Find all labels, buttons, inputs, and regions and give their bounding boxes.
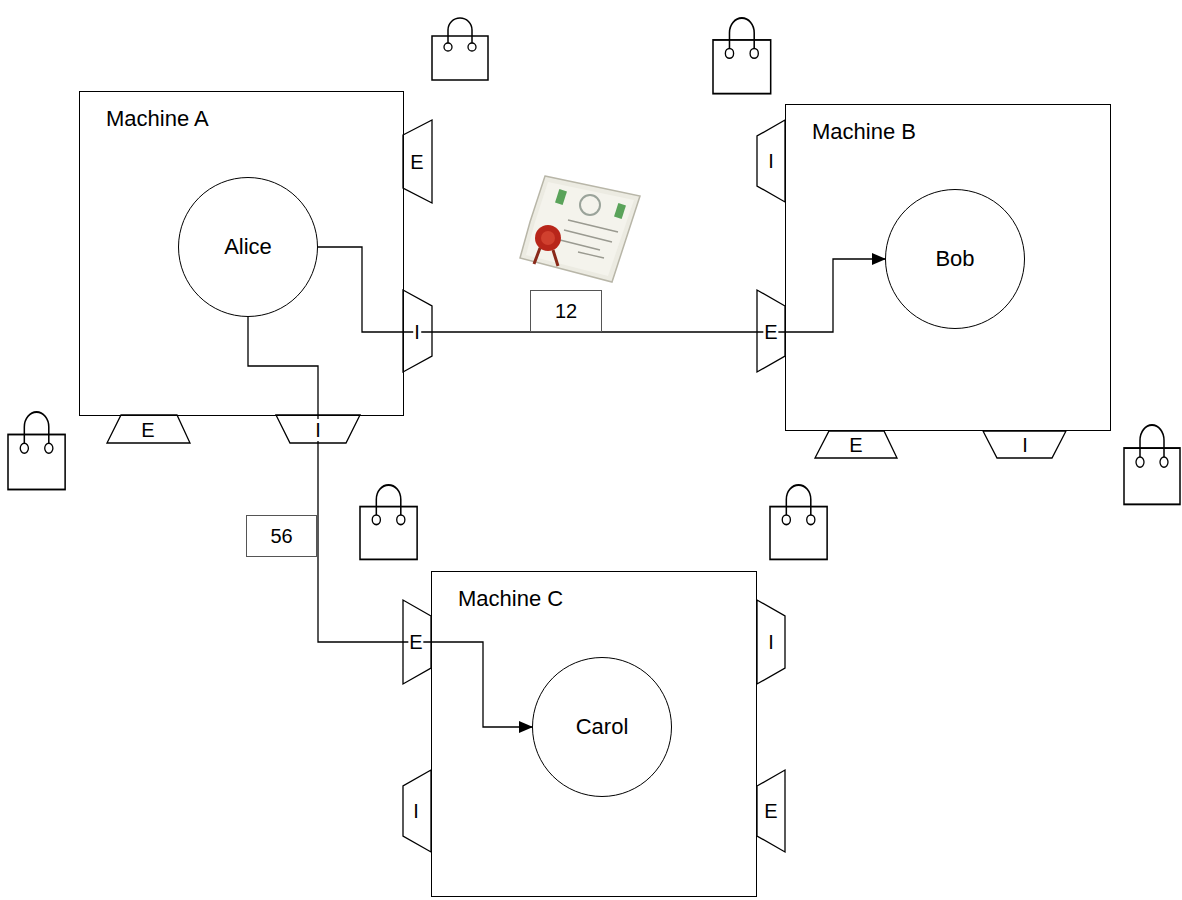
process-name: Bob <box>935 246 974 272</box>
port-label: I <box>413 321 421 343</box>
port-shape <box>403 120 432 203</box>
port-shape <box>983 431 1066 458</box>
port-shape <box>757 120 785 202</box>
process-circle: Alice <box>178 177 318 317</box>
bag-icon <box>713 18 771 94</box>
port-shape <box>403 290 432 372</box>
certificate-icon <box>520 176 640 282</box>
bag-icon <box>770 485 827 559</box>
port-label: E <box>848 434 863 456</box>
machine-title: Machine C <box>458 586 563 612</box>
bag-icon <box>8 412 65 490</box>
port-label: E <box>140 419 155 441</box>
port-shape <box>403 770 431 852</box>
bag-icon <box>360 485 417 559</box>
port-shape <box>107 415 190 443</box>
message-number: 12 <box>547 300 585 323</box>
port-label: E <box>763 321 778 343</box>
port-label: E <box>409 151 424 173</box>
port-label: E <box>408 631 423 653</box>
machine-box: Machine B Bob <box>785 104 1111 431</box>
port-label: I <box>314 419 322 441</box>
bag-icon <box>432 18 488 80</box>
machine-box: Machine A Alice <box>79 91 404 416</box>
port-label: I <box>1021 434 1029 456</box>
process-name: Carol <box>576 714 629 740</box>
port-label: I <box>412 800 420 822</box>
message-box: 56 <box>246 515 317 557</box>
port-label: I <box>767 150 775 172</box>
message-number: 56 <box>262 525 300 548</box>
machine-title: Machine B <box>812 119 916 145</box>
process-name: Alice <box>224 234 272 260</box>
port-shape <box>757 290 785 372</box>
machine-box: Machine C Carol <box>431 571 757 897</box>
port-shape <box>757 770 785 852</box>
message-box: 12 <box>530 290 602 332</box>
port-label: I <box>767 631 775 653</box>
port-shapes <box>107 120 1066 852</box>
machine-title: Machine A <box>106 106 209 132</box>
port-shape <box>276 415 360 443</box>
port-shape <box>815 431 897 458</box>
port-shape <box>757 600 785 684</box>
process-circle: Bob <box>885 189 1025 329</box>
port-label: E <box>763 800 778 822</box>
bag-icon <box>1124 425 1180 504</box>
process-circle: Carol <box>532 657 672 797</box>
